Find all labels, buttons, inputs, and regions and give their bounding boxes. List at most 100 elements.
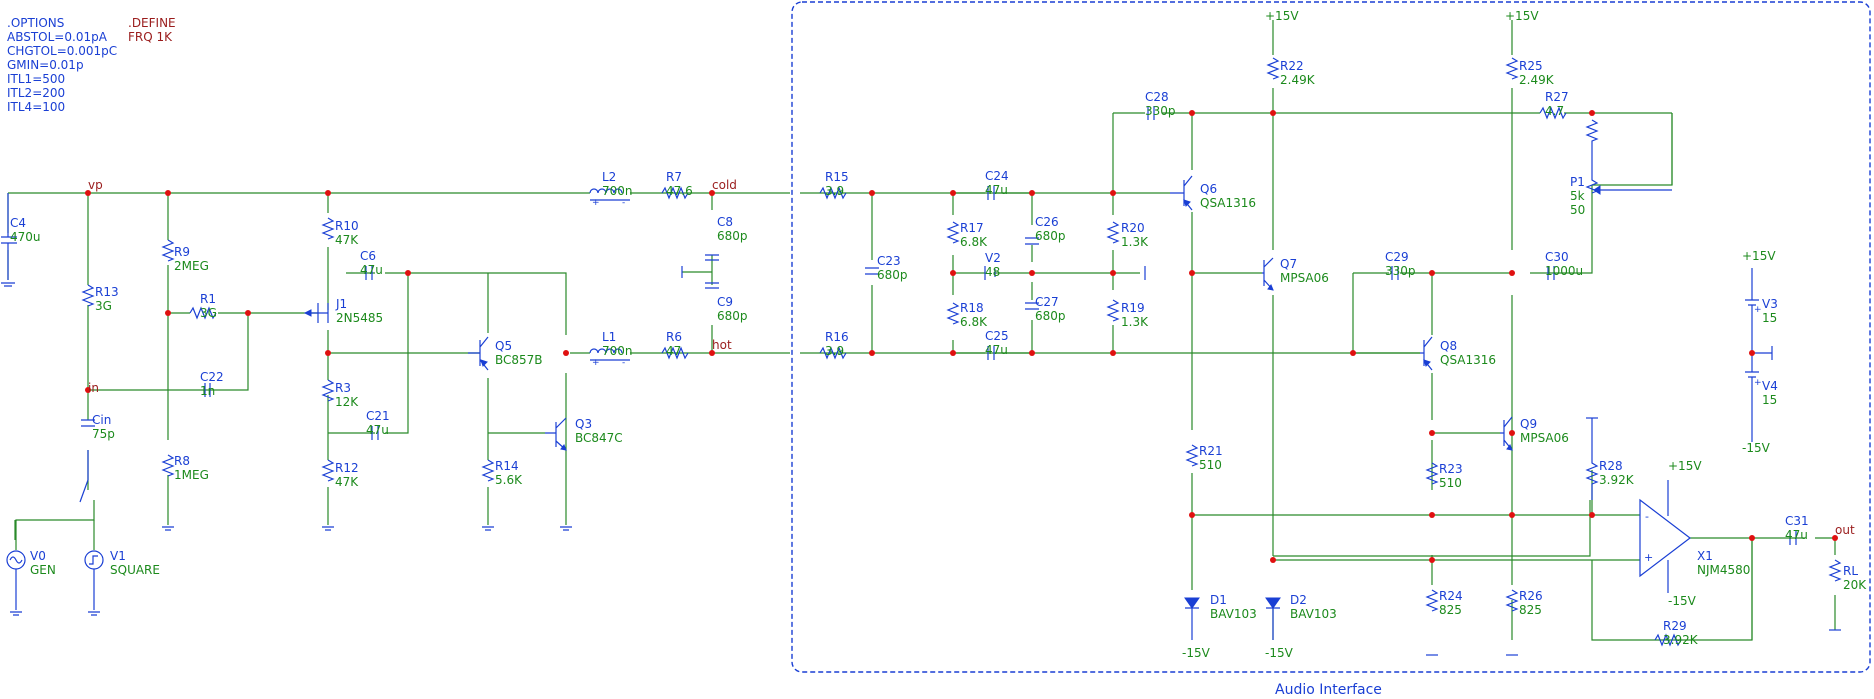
capacitor-C8	[705, 254, 719, 261]
potentiometer-P1	[1585, 119, 1672, 195]
part-ref-c30: C30	[1545, 250, 1569, 264]
part-ref-c31: C31	[1785, 514, 1809, 528]
part-ref-r17: R17	[960, 221, 984, 235]
junction-dot	[85, 387, 91, 393]
junction-dot	[1509, 430, 1515, 436]
junction-dot	[1509, 512, 1515, 518]
resistor-R25	[1505, 57, 1519, 80]
junction-dot	[1429, 512, 1435, 518]
junction-dot	[1110, 190, 1116, 196]
diode-D1	[1184, 597, 1200, 640]
net-labels: vp in cold hot out +15V +15V +15V +15V -…	[88, 9, 1855, 660]
resistor-R3	[321, 379, 335, 402]
part-value-c27: 680p	[1035, 309, 1066, 323]
transistor-Q3	[545, 417, 567, 451]
options-line: CHGTOL=0.001pC	[7, 44, 117, 58]
junction-dot	[1029, 190, 1035, 196]
part-value-r29: 3.92K	[1663, 633, 1699, 647]
transistor-Q6	[1170, 175, 1193, 211]
junction-dots	[85, 110, 1838, 563]
resistor-R23	[1425, 462, 1439, 485]
junction-dot	[950, 350, 956, 356]
source-V1	[84, 550, 104, 616]
junction-dot	[563, 350, 569, 356]
part-value-d2: BAV103	[1290, 607, 1337, 621]
capacitor-Cin	[81, 419, 95, 427]
part-ref-rl: RL	[1843, 564, 1858, 578]
junction-dot	[1749, 350, 1755, 356]
net-label-hot: hot	[712, 338, 732, 352]
part-ref-c24: C24	[985, 169, 1009, 183]
net-label-in: in	[88, 381, 99, 395]
part-value-j1: 2N5485	[336, 311, 383, 325]
junction-dot	[1429, 270, 1435, 276]
part-ref-c26: C26	[1035, 215, 1059, 229]
rail-label: +15V	[1505, 9, 1539, 23]
svg-text:+: +	[1754, 378, 1762, 388]
part-ref-d2: D2	[1290, 593, 1307, 607]
resistor-R7	[661, 186, 689, 200]
capacitor-C28	[1147, 106, 1155, 120]
svg-text:+: +	[1644, 551, 1653, 564]
part-value-r14: 5.6K	[495, 473, 523, 487]
capacitor-C9	[705, 282, 719, 289]
part-value-r8: 1MEG	[174, 468, 209, 482]
part-ref-d1: D1	[1210, 593, 1227, 607]
part-value-r28: 3.92K	[1599, 473, 1635, 487]
part-value-r27: 4.7	[1545, 104, 1564, 118]
junction-dot	[325, 190, 331, 196]
part-ref-r27: R27	[1545, 90, 1569, 104]
junction-dot	[1270, 110, 1276, 116]
resistor-R21	[1185, 444, 1199, 467]
capacitor-C29	[1391, 266, 1399, 280]
part-value-cin: 75p	[92, 427, 115, 441]
inductor-L2	[589, 188, 630, 201]
part-ref-j1: J1	[335, 297, 347, 311]
part-value-c21: 47u	[366, 423, 389, 437]
part-ref-r10: R10	[335, 219, 359, 233]
part-ref-l1: L1	[602, 330, 616, 344]
capacitor-C24	[987, 186, 995, 200]
resistor-R15	[819, 186, 847, 200]
opamp-X1: - +	[1639, 480, 1691, 593]
junction-dot	[950, 190, 956, 196]
part-ref-r19: R19	[1121, 301, 1145, 315]
part-value-q8: QSA1316	[1440, 353, 1496, 367]
part-value-r9: 2MEG	[174, 259, 209, 273]
resistor-R17	[946, 221, 960, 244]
part-value-r3: 12K	[335, 395, 359, 409]
part-value-r6: 47	[666, 344, 681, 358]
resistor-R26	[1505, 589, 1519, 612]
part-value-q3: BC847C	[575, 431, 623, 445]
net-label-vp: vp	[88, 178, 103, 192]
part-ref-r16: R16	[825, 330, 849, 344]
part-ref-r25: R25	[1519, 59, 1543, 73]
junction-dot	[1189, 110, 1195, 116]
junction-dot	[1270, 557, 1276, 563]
part-ref-c9: C9	[717, 295, 733, 309]
resistor-R9	[161, 239, 175, 262]
part-value-c31: 47u	[1785, 528, 1808, 542]
part-ref-r6: R6	[666, 330, 682, 344]
part-value-c25: 47u	[985, 343, 1008, 357]
options-line: ITL1=500	[7, 72, 65, 86]
part-value-v3: 15	[1762, 311, 1777, 325]
resistor-R27	[1539, 106, 1567, 120]
part-ref-cin: Cin	[92, 413, 111, 427]
junction-dot	[1110, 350, 1116, 356]
resistor-R12	[321, 459, 335, 482]
audio-interface-frame	[791, 1, 1871, 673]
part-value-c30: 1000u	[1545, 264, 1583, 278]
junction-dot	[1429, 557, 1435, 563]
junction-dot	[950, 270, 956, 276]
inductor-L1	[589, 348, 630, 361]
resistor-R29	[1654, 633, 1682, 647]
junction-dot	[85, 190, 91, 196]
resistor-R1	[189, 306, 217, 320]
part-ref-r13: R13	[95, 285, 119, 299]
rail-label: -15V	[1668, 594, 1697, 608]
junction-dot	[1509, 270, 1515, 276]
source-V2	[984, 266, 996, 280]
